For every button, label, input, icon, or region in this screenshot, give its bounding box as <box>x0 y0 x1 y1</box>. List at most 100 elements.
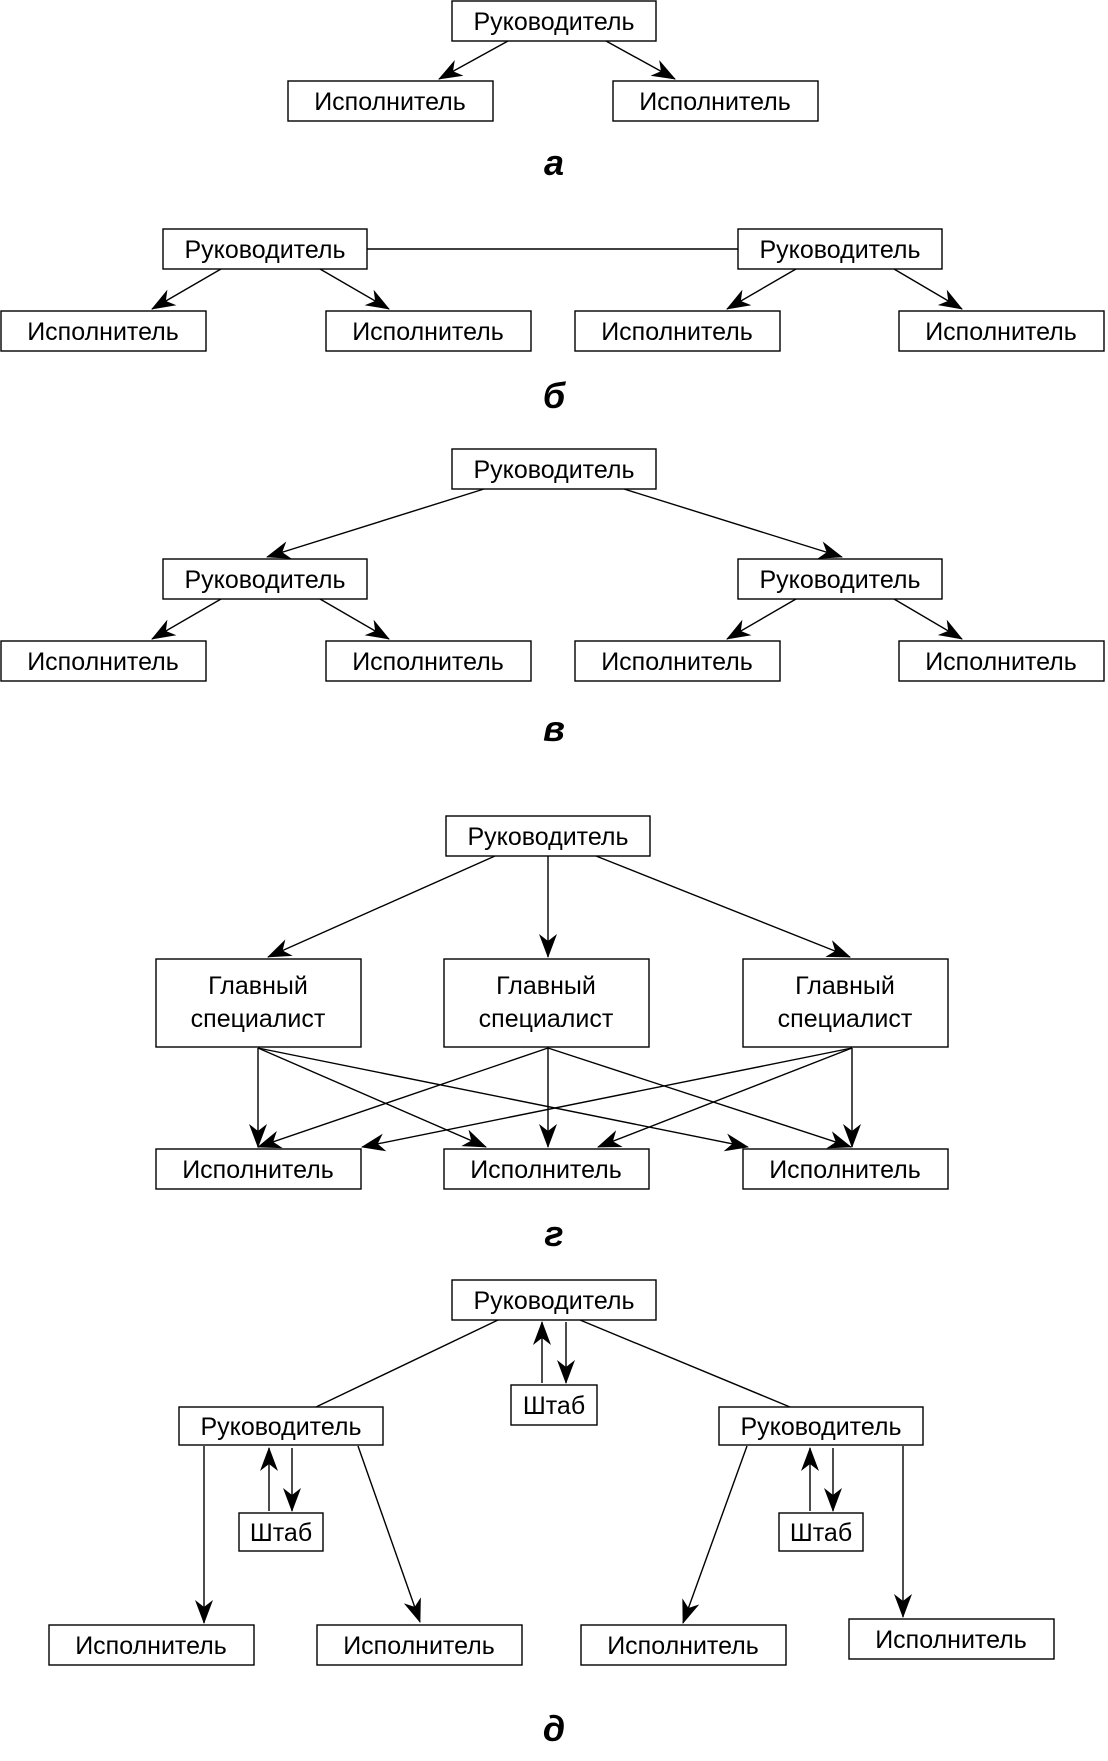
caption-d: д <box>543 1708 565 1749</box>
head-label: Руководитель <box>473 8 634 36</box>
caption-a: а <box>544 142 564 183</box>
executor-label: Исполнитель <box>314 88 466 116</box>
edge <box>257 1047 487 1148</box>
executor-box: Исполнитель <box>580 1624 787 1666</box>
chief-specialist-box: Главный специалист <box>155 958 362 1048</box>
caption-b: б <box>543 375 567 416</box>
executor-label: Исполнитель <box>639 88 791 116</box>
chief-specialist-line2: специалист <box>191 1005 326 1033</box>
executor-label: Исполнитель <box>607 1632 759 1660</box>
executor-label: Исполнитель <box>352 318 504 346</box>
edge <box>893 598 963 640</box>
edge <box>547 1047 852 1149</box>
chief-specialist-line2: специалист <box>479 1005 614 1033</box>
edge <box>151 268 222 310</box>
staff-label: Штаб <box>790 1519 852 1547</box>
executor-box: Исполнитель <box>898 640 1105 682</box>
edge <box>597 1047 853 1148</box>
head-box: Руководитель <box>451 0 657 42</box>
edge <box>315 1319 499 1408</box>
executor-box: Исполнитель <box>898 310 1105 352</box>
caption-v: в <box>543 708 565 749</box>
head-box: Руководитель <box>737 228 943 270</box>
head-label: Руководитель <box>184 236 345 264</box>
head-box: Руководитель <box>451 448 657 490</box>
edge <box>726 598 797 640</box>
head-box: Руководитель <box>737 558 943 600</box>
executor-label: Исполнитель <box>182 1156 334 1184</box>
edge <box>257 1047 549 1149</box>
edge <box>623 488 843 559</box>
edge <box>357 1445 421 1623</box>
diagram-a: Руководитель Исполнитель Исполнитель а <box>287 0 819 183</box>
executor-box: Исполнитель <box>287 80 494 122</box>
staff-label: Штаб <box>523 1392 585 1420</box>
executor-box: Исполнитель <box>155 1148 362 1190</box>
executor-label: Исполнитель <box>925 648 1077 676</box>
edge <box>319 268 390 310</box>
executor-label: Исполнитель <box>601 648 753 676</box>
executor-box: Исполнитель <box>612 80 819 122</box>
executor-label: Исполнитель <box>343 1632 495 1660</box>
edge <box>266 488 485 559</box>
head-box: Руководитель <box>718 1406 924 1446</box>
executor-label: Исполнитель <box>925 318 1077 346</box>
executor-label: Исполнитель <box>27 318 179 346</box>
executor-label: Исполнитель <box>769 1156 921 1184</box>
edge <box>682 1445 748 1624</box>
executor-label: Исполнитель <box>601 318 753 346</box>
head-label: Руководитель <box>473 456 634 484</box>
head-box: Руководитель <box>162 558 368 600</box>
edge <box>267 855 496 958</box>
diagram-d: Руководитель Штаб Руководитель Руководит… <box>48 1279 1055 1749</box>
edge <box>893 268 963 310</box>
chief-specialist-line1: Главный <box>795 972 895 1000</box>
executor-box: Исполнитель <box>325 640 532 682</box>
edge <box>605 40 676 80</box>
head-label: Руководитель <box>200 1413 361 1441</box>
head-box: Руководитель <box>445 815 651 857</box>
executor-box: Исполнитель <box>0 640 207 682</box>
executor-label: Исполнитель <box>470 1156 622 1184</box>
head-label: Руководитель <box>759 566 920 594</box>
head-label: Руководитель <box>184 566 345 594</box>
executor-box: Исполнитель <box>574 310 781 352</box>
executor-box: Исполнитель <box>443 1148 650 1190</box>
chief-specialist-line1: Главный <box>208 972 308 1000</box>
edge <box>361 1047 853 1152</box>
chief-specialist-line2: специалист <box>778 1005 913 1033</box>
executor-label: Исполнитель <box>75 1632 227 1660</box>
edge <box>319 598 390 640</box>
staff-box: Штаб <box>238 1512 324 1552</box>
executor-label: Исполнитель <box>352 648 504 676</box>
caption-g: г <box>544 1213 563 1254</box>
executor-box: Исполнитель <box>316 1624 523 1666</box>
executor-box: Исполнитель <box>848 1618 1055 1660</box>
executor-box: Исполнитель <box>48 1624 255 1666</box>
chief-specialist-line1: Главный <box>496 972 596 1000</box>
head-label: Руководитель <box>467 823 628 851</box>
executor-label: Исполнитель <box>875 1626 1027 1654</box>
head-label: Руководитель <box>759 236 920 264</box>
executor-label: Исполнитель <box>27 648 179 676</box>
head-box: Руководитель <box>451 1279 657 1321</box>
executor-box: Исполнитель <box>325 310 532 352</box>
staff-box: Штаб <box>510 1384 598 1426</box>
diagram-g: Руководитель Главный специалист Главный … <box>155 815 949 1254</box>
head-box: Руководитель <box>178 1406 384 1446</box>
chief-specialist-box: Главный специалист <box>742 958 949 1048</box>
executor-box: Исполнитель <box>0 310 207 352</box>
edge <box>438 40 509 80</box>
diagram-b: Руководитель Руководитель Исполнитель Ис… <box>0 228 1105 416</box>
executor-box: Исполнитель <box>742 1148 949 1190</box>
head-label: Руководитель <box>473 1287 634 1315</box>
edge <box>579 1319 791 1408</box>
edge <box>595 855 851 958</box>
diagram-v: Руководитель Руководитель Руководитель И… <box>0 448 1105 749</box>
head-box: Руководитель <box>162 228 368 270</box>
edge <box>151 598 222 640</box>
staff-box: Штаб <box>778 1512 864 1552</box>
edge <box>726 268 797 310</box>
head-label: Руководитель <box>740 1413 901 1441</box>
